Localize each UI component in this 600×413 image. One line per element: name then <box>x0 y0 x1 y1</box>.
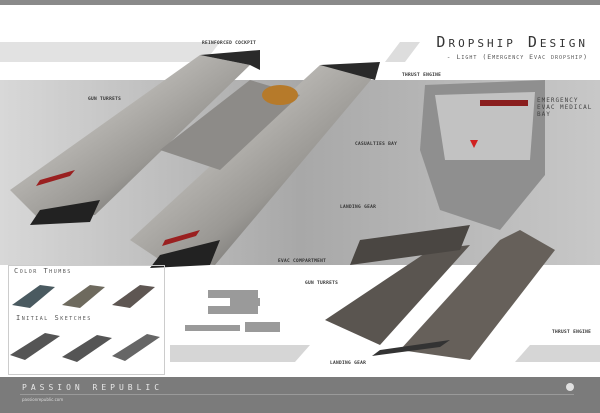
callout-evac-compartment: Evac Compartment <box>278 259 327 264</box>
callout-medical-bay: Emergency Evac Medical Bay <box>537 97 593 118</box>
footer: PASSION REPUBLIC passionrepublic.com <box>0 377 600 413</box>
top-bar <box>0 0 600 5</box>
callout-casualties-bay: Casualties Bay <box>355 142 398 147</box>
callout-thrust-engine-bottom: Thrust Engine <box>552 330 592 335</box>
page-title: Dropship Design <box>436 33 588 51</box>
initial-sketches-label: Initial Sketches <box>16 314 92 322</box>
concept-artwork <box>0 42 600 362</box>
callout-reinforced-cockpit: Reinforced Cockpit <box>202 41 257 46</box>
silhouettes <box>185 290 280 332</box>
footer-url: passionrepublic.com <box>22 397 64 402</box>
color-thumbnails <box>12 285 155 308</box>
callout-gun-turrets-bottom: Gun Turrets <box>305 281 339 286</box>
callout-landing-gear: Landing Gear <box>340 205 377 210</box>
dropship-main-render <box>10 50 380 268</box>
sketch-thumbnails <box>10 333 160 362</box>
page-subtitle: - Light (Emergency Evac dropship) <box>446 53 588 61</box>
footer-brand: PASSION REPUBLIC <box>22 383 164 392</box>
callout-gun-turrets: Gun Turrets <box>88 97 122 102</box>
callout-landing-gear-bottom: Landing Gear <box>330 361 367 366</box>
footer-divider <box>20 394 574 395</box>
medical-bay-cutaway <box>420 80 545 230</box>
page-number-badge <box>566 383 574 391</box>
dropship-underside-render <box>325 225 555 360</box>
callout-thrust-engine: Thrust Engine <box>402 73 442 78</box>
thumbnails-panel <box>8 265 165 375</box>
color-thumbs-label: Color Thumbs <box>14 267 72 275</box>
